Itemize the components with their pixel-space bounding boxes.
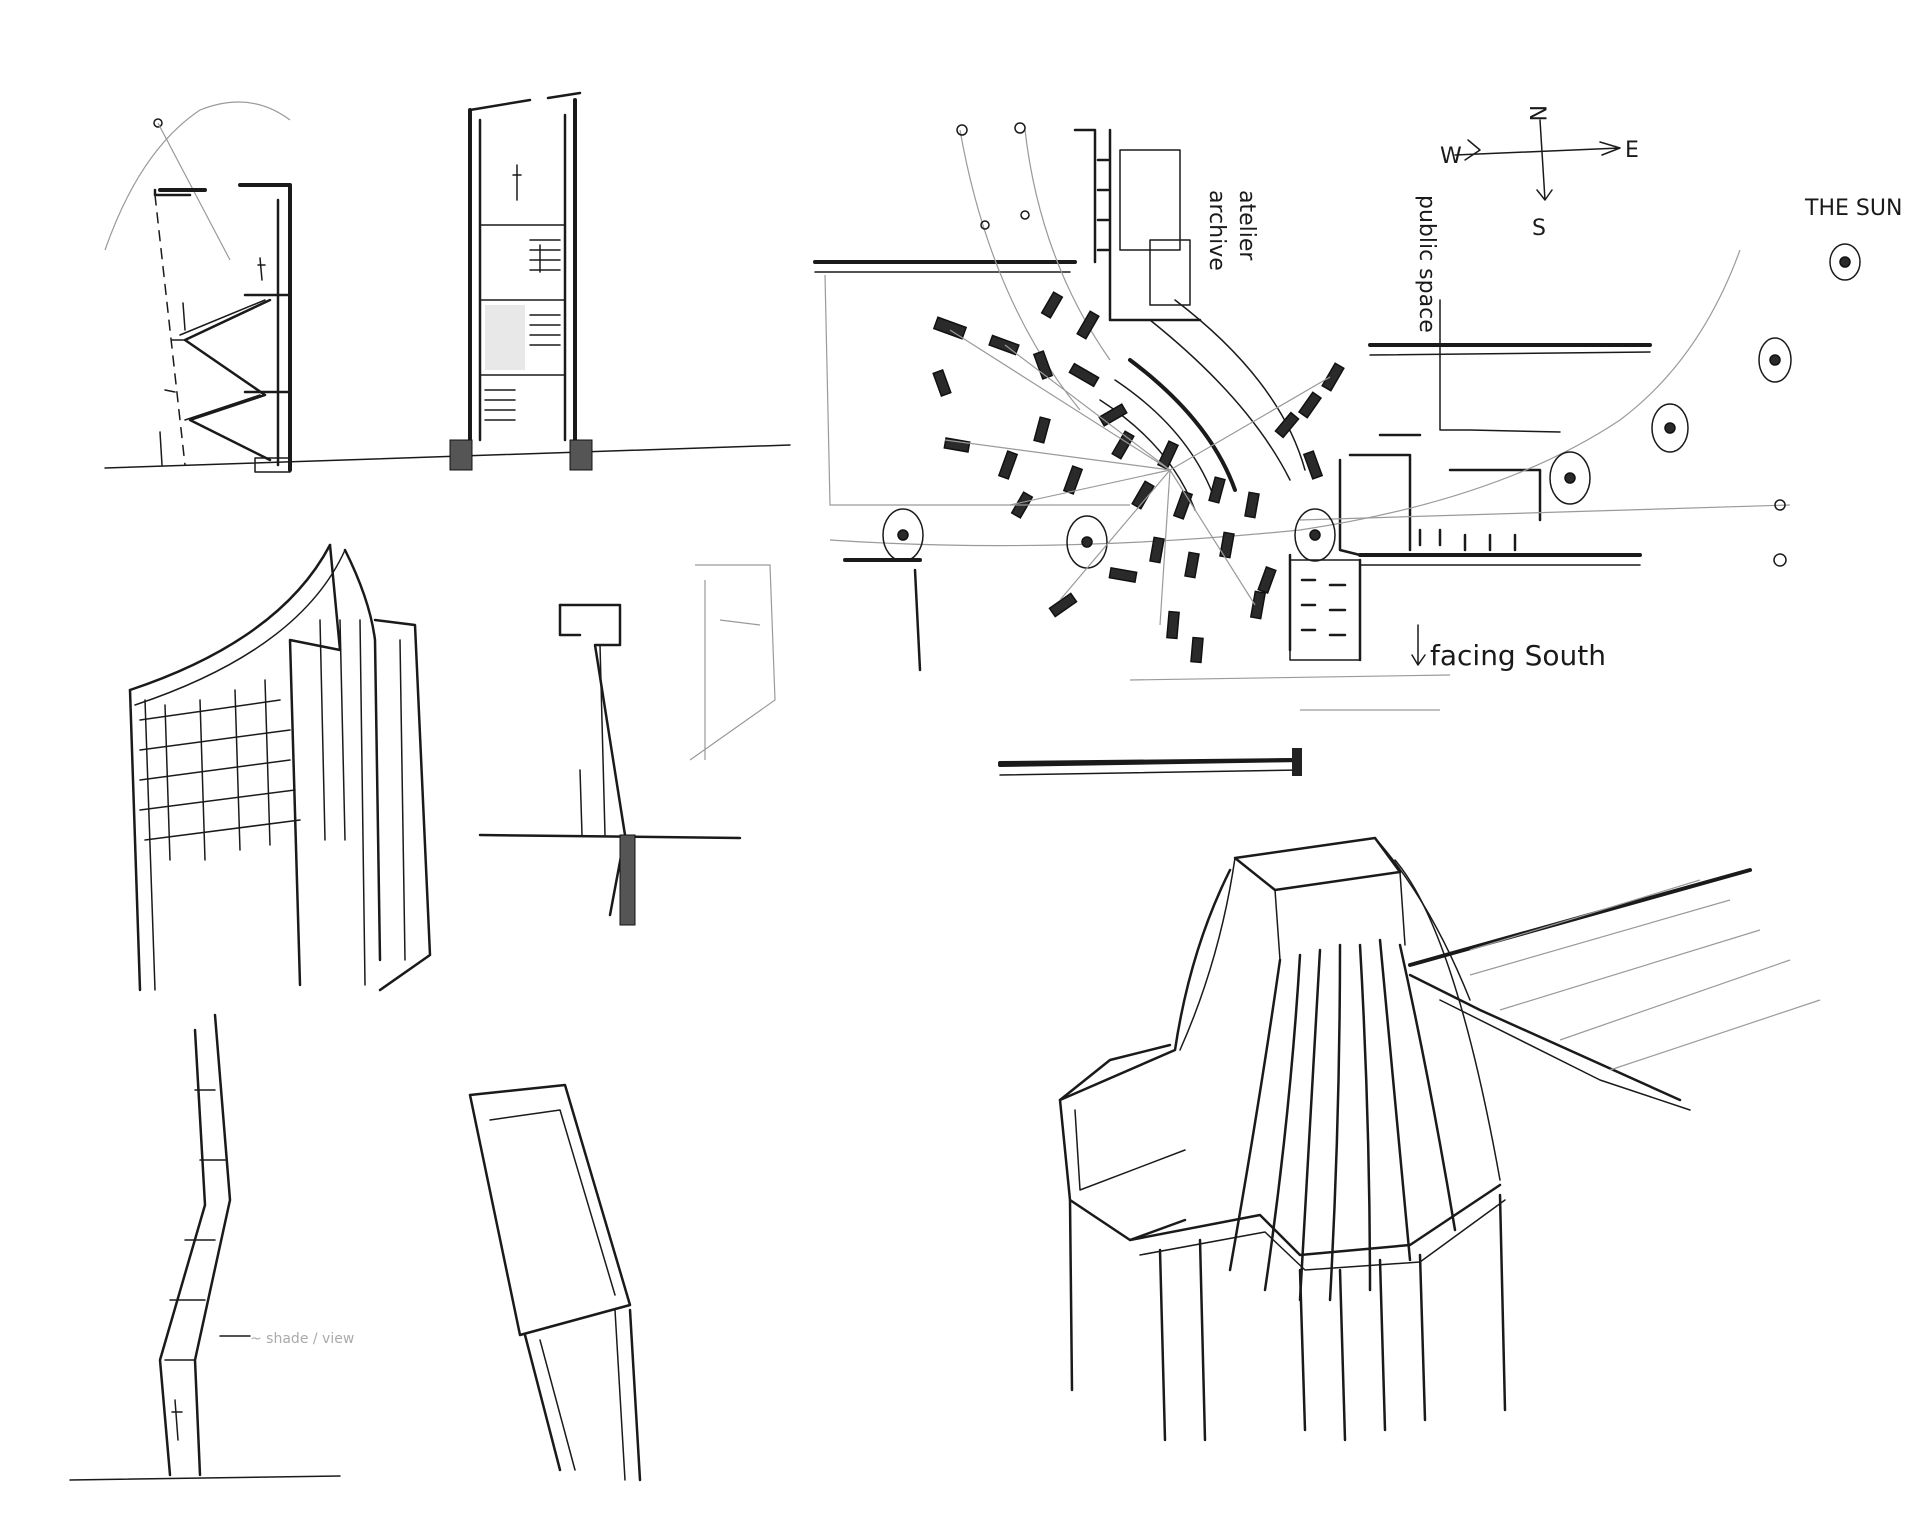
- label-the-sun: THE SUN: [1804, 196, 1902, 221]
- label-atelier: atelier: [1234, 190, 1259, 261]
- leaning-box: [468, 1083, 642, 1482]
- compass: N W E S: [1440, 105, 1639, 241]
- label-archive: archive: [1204, 190, 1229, 271]
- ghost-sketch: [689, 564, 776, 761]
- compass-west: W: [1440, 144, 1462, 169]
- sun-point-icon: [153, 118, 163, 128]
- section-note: ~ shade / view: [250, 1331, 354, 1347]
- site-plan: N W E S atelier archive public space THE…: [813, 105, 1902, 776]
- section-stair: [104, 101, 791, 473]
- label-facing-south: facing South: [1430, 639, 1606, 672]
- perspective-tent: [1058, 836, 1821, 1442]
- compass-north: N: [1524, 105, 1549, 121]
- label-public-space: public space: [1414, 195, 1439, 333]
- panel-sections: [70, 65, 790, 505]
- compass-south: S: [1532, 216, 1546, 241]
- small-section: [478, 603, 742, 926]
- tall-section: ~ shade / view: [69, 1013, 354, 1481]
- compass-east: E: [1625, 138, 1639, 163]
- perspective-sail: [128, 543, 432, 992]
- section-tower: [449, 91, 593, 471]
